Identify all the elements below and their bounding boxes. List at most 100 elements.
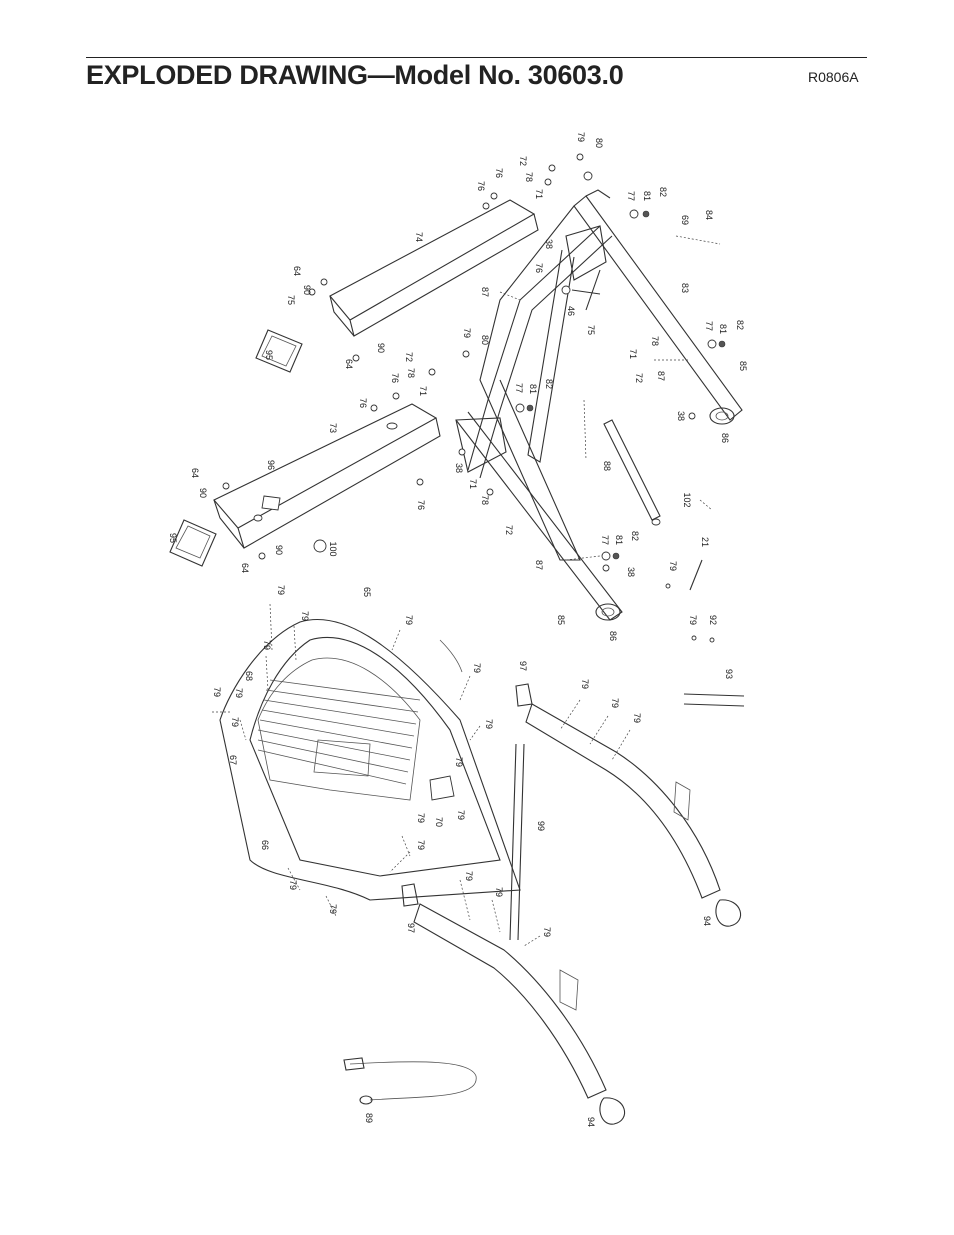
drawing-code: R0806A [808,69,859,85]
header-rule [86,57,867,58]
callout-label: 71 [628,349,638,359]
callout-label: 38 [626,567,636,577]
callout-label: 88 [602,461,612,471]
frame-rails [455,189,743,621]
callout-label: 77 [704,321,714,331]
callout-label: 90 [198,488,208,498]
shock-88 [603,419,661,526]
rods-93-21 [683,559,745,707]
callout-label: 79 [416,813,426,823]
callout-label: 90 [302,285,312,295]
wheel-86-b [595,603,621,621]
callout-label: 79 [494,887,504,897]
callout-label: 87 [480,287,490,297]
callout-label: 64 [344,359,354,369]
side-rail-74 [329,199,539,337]
callout-label: 79 [610,698,620,708]
callout-label: 82 [735,320,745,330]
feet-94 [599,899,742,1125]
callout-label: 97 [406,923,416,933]
callout-label: 93 [724,669,734,679]
callout-label: 79 [416,840,426,850]
page-title: EXPLODED DRAWING—Model No. 30603.0 [86,60,624,90]
callout-label: 72 [518,156,528,166]
callout-label: 82 [544,379,554,389]
callout-label: 81 [614,535,624,545]
callout-label: 99 [536,821,546,831]
callout-label: 21 [700,537,710,547]
callout-label: 94 [586,1117,596,1127]
callout-label: 64 [190,468,200,478]
callout-label: 79 [576,132,586,142]
callout-label: 72 [404,352,414,362]
callout-label: 79 [212,687,222,697]
callout-label: 85 [556,615,566,625]
callout-label: 90 [376,343,386,353]
callout-label: 38 [544,239,554,249]
callout-label: 79 [456,810,466,820]
callout-label: 76 [494,168,504,178]
callout-label: 77 [514,383,524,393]
callout-label: 76 [534,263,544,273]
callout-label: 89 [364,1113,374,1123]
callout-label: 79 [462,328,472,338]
callout-label: 76 [476,181,486,191]
callout-label: 87 [656,371,666,381]
callout-label: 81 [528,384,538,394]
callout-label: 79 [464,871,474,881]
callout-label: 85 [738,361,748,371]
end-caps-97 [401,683,533,907]
callout-label: 46 [566,306,576,316]
hardware-fasteners [222,153,726,643]
callout-label: 67 [228,755,238,765]
callout-label: 81 [642,191,652,201]
callout-label: 71 [534,189,544,199]
callout-label: 80 [594,138,604,148]
callout-label: 68 [244,671,254,681]
callout-label: 81 [718,324,728,334]
callout-label: 75 [586,325,596,335]
callout-label: 79 [404,615,414,625]
callout-label: 79 [580,679,590,689]
callout-label: 94 [702,916,712,926]
callout-label: 97 [518,661,528,671]
callout-label: 79 [300,611,310,621]
callout-label: 79 [454,757,464,767]
callout-label: 66 [260,840,270,850]
callout-label: 77 [600,535,610,545]
callout-label: 38 [454,463,464,473]
callout-label: 72 [504,525,514,535]
callout-label: 65 [362,587,372,597]
callout-label: 79 [234,688,244,698]
base-frame-99 [413,703,721,1099]
side-rail-73 [213,403,441,549]
callout-label: 95 [168,533,178,543]
callout-label: 80 [480,335,490,345]
callout-label: 96 [266,460,276,470]
callout-label: 79 [484,719,494,729]
callout-label: 79 [230,717,240,727]
callout-label: 102 [682,492,692,507]
callout-label: 79 [688,615,698,625]
callout-label: 78 [524,172,534,182]
callout-label: 92 [708,615,718,625]
callout-label: 78 [406,368,416,378]
callout-label: 84 [704,210,714,220]
callout-label: 79 [276,585,286,595]
callout-label: 100 [328,541,338,556]
callout-label: 76 [390,373,400,383]
callout-label: 86 [720,433,730,443]
callout-label: 95 [264,350,274,360]
callout-label: 79 [632,713,642,723]
callout-label: 82 [658,187,668,197]
callout-label: 86 [608,631,618,641]
callout-label: 64 [240,563,250,573]
callout-label: 79 [328,904,338,914]
callout-label: 83 [680,283,690,293]
end-caps-95 [169,329,303,567]
callout-label: 79 [472,663,482,673]
callout-label: 79 [288,880,298,890]
callout-label: 71 [468,479,478,489]
